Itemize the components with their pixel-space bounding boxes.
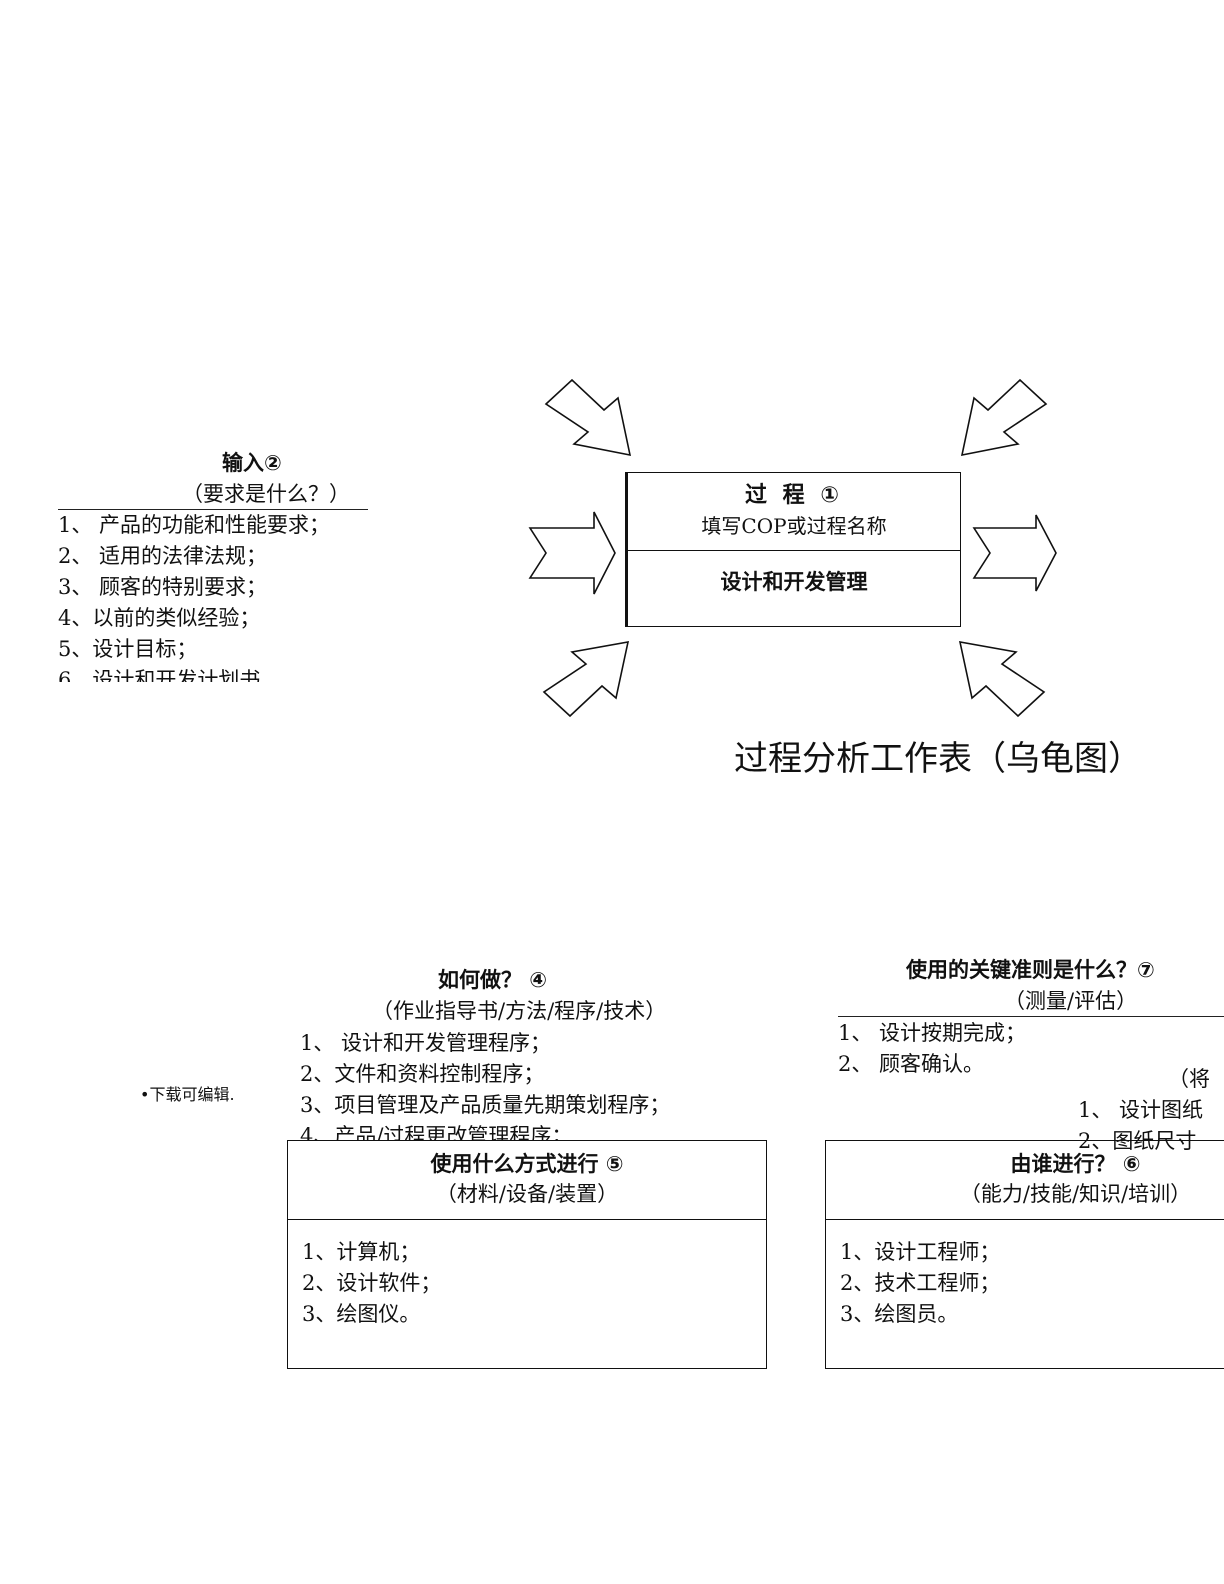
list-item: 1、 设计按期完成； (838, 1021, 1027, 1045)
list-item: 5、设计目标； (58, 637, 198, 661)
footer-note: •下载可编辑. (140, 1085, 235, 1104)
list-item: 1、 设计和开发管理程序； (300, 1031, 552, 1055)
list-item: 3、项目管理及产品质量先期策划程序； (300, 1093, 671, 1117)
input-list: 1、 产品的功能和性能要求； 2、 适用的法律法规； 3、 顾客的特别要求； 4… (58, 510, 378, 682)
how-list: 1、 设计和开发管理程序； 2、文件和资料控制程序； 3、项目管理及产品质量先期… (300, 1028, 760, 1140)
bottom-right-arrow-icon (958, 641, 1046, 718)
how-title: 如何做？ ④ (438, 968, 548, 992)
materials-list: 1、计算机； 2、设计软件； 3、绘图仪。 (302, 1237, 756, 1330)
output-fragment: （将 1、 设计图纸 2、图纸尺寸 (1078, 1064, 1224, 1214)
input-divider (58, 509, 368, 510)
process-name: 设计和开发管理 (720, 570, 868, 594)
criteria-divider (838, 1016, 1224, 1017)
criteria-list: 1、 设计按期完成； 2、 顾客确认。 (838, 1018, 1218, 1080)
who-header: 由谁进行？ ⑥ （能力/技能/知识/培训） (826, 1141, 1224, 1220)
list-item: 2、设计软件； (302, 1271, 442, 1295)
list-item: 3、绘图仪。 (302, 1302, 421, 1326)
list-item: 1、 设计图纸 (1078, 1098, 1204, 1122)
sheet-title: 过程分析工作表（乌龟图） (734, 739, 1142, 779)
who-box: 由谁进行？ ⑥ （能力/技能/知识/培训） 1、设计工程师； 2、技术工程师； … (825, 1140, 1224, 1369)
criteria-title: 使用的关键准则是什么？⑦ (906, 958, 1155, 982)
list-item: 2、技术工程师； (840, 1271, 1001, 1295)
list-item: 4、产品/过程更改管理程序； (300, 1124, 573, 1140)
list-item: 1、计算机； (302, 1240, 421, 1264)
list-item: 2、 适用的法律法规； (58, 544, 268, 568)
list-item: 3、 顾客的特别要求； (58, 575, 268, 599)
process-title: 过 程 ① (745, 483, 843, 508)
list-item: 2、图纸尺寸 (1078, 1129, 1197, 1153)
materials-header: 使用什么方式进行 ⑤ （材料/设备/装置） (288, 1141, 766, 1220)
output-lead: （将 (1168, 1067, 1210, 1091)
process-box: 过 程 ① 填写COP或过程名称 设计和开发管理 (625, 472, 961, 627)
top-right-arrow-icon (960, 378, 1048, 457)
process-header: 过 程 ① 填写COP或过程名称 (628, 473, 960, 551)
input-title: 输入② (222, 451, 282, 475)
list-item: 3、绘图员。 (840, 1302, 959, 1326)
how-subtitle: （作业指导书/方法/程序/技术） (372, 999, 667, 1023)
input-subtitle: （要求是什么？） (182, 482, 350, 506)
who-subtitle: （能力/技能/知识/培训） (959, 1182, 1192, 1206)
who-title: 由谁进行？ ⑥ (1010, 1152, 1141, 1176)
bottom-left-arrow-icon (542, 641, 630, 718)
who-list: 1、设计工程师； 2、技术工程师； 3、绘图员。 (840, 1237, 1224, 1330)
list-item: 1、设计工程师； (840, 1240, 1001, 1264)
criteria-subtitle: （测量/评估） (1004, 989, 1138, 1013)
input-arrow-icon (528, 511, 616, 595)
materials-box: 使用什么方式进行 ⑤ （材料/设备/装置） 1、计算机； 2、设计软件； 3、绘… (287, 1140, 767, 1369)
list-item: 1、 产品的功能和性能要求； (58, 513, 331, 537)
process-hint: 填写COP或过程名称 (701, 514, 887, 538)
list-item: 2、文件和资料控制程序； (300, 1062, 545, 1086)
list-item: 6、设计和开发计划书 (58, 668, 261, 682)
output-arrow-icon (972, 514, 1057, 592)
list-item: 2、 顾客确认。 (838, 1052, 985, 1076)
list-item: 4、以前的类似经验； (58, 606, 261, 630)
materials-title: 使用什么方式进行 ⑤ (430, 1152, 624, 1176)
materials-subtitle: （材料/设备/装置） (435, 1182, 619, 1206)
top-left-arrow-icon (544, 378, 632, 457)
